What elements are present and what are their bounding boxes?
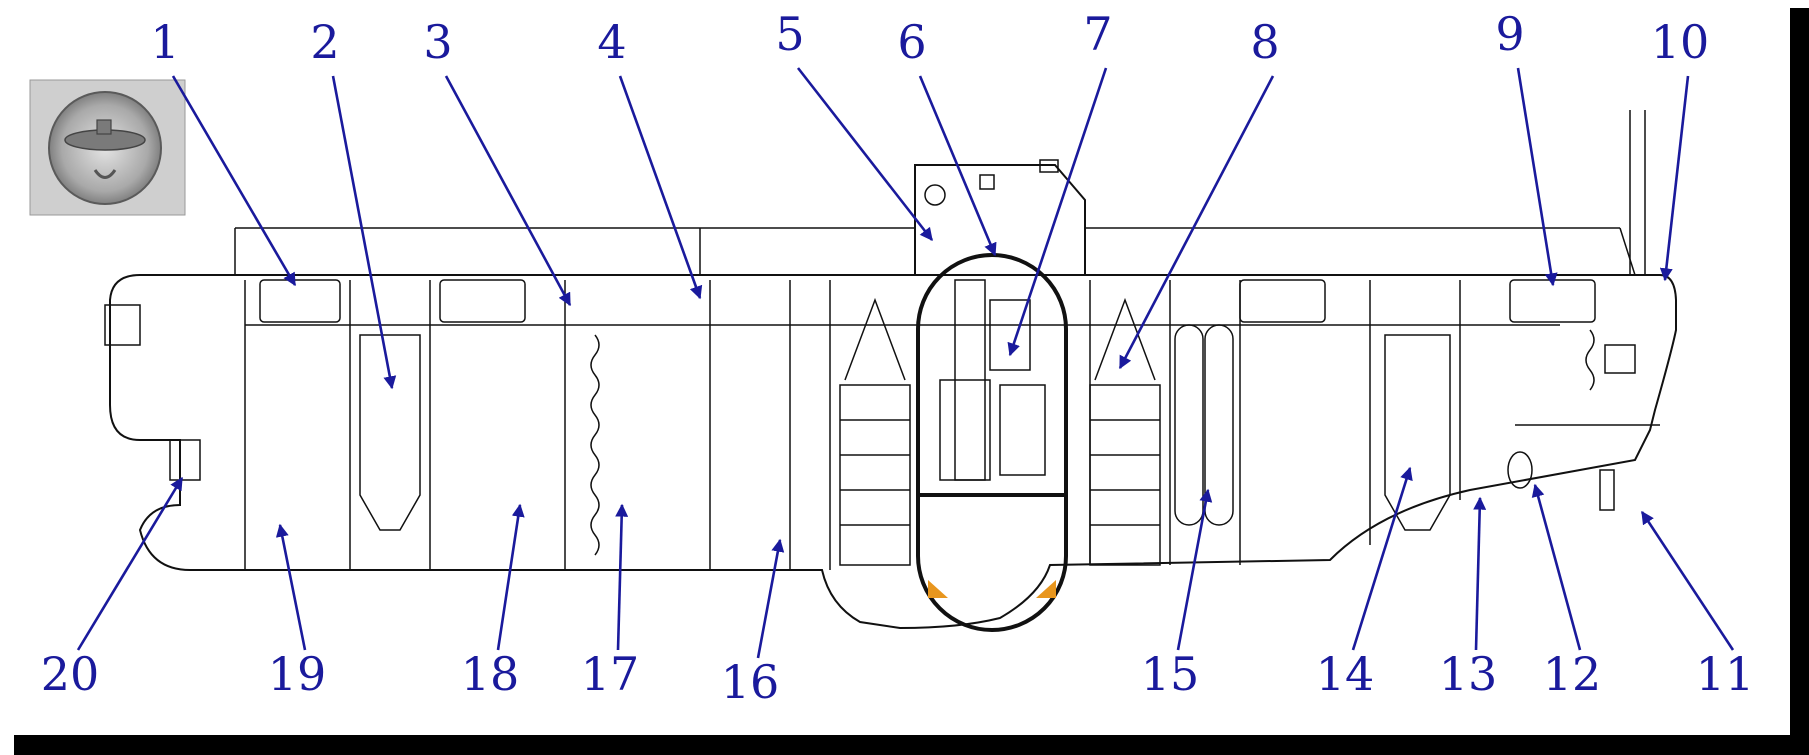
pressure-capsule [916, 253, 1068, 632]
callout-label-18: 18 [461, 647, 520, 701]
callout-leader-19 [275, 523, 307, 651]
callout-leader-9 [1516, 67, 1558, 287]
callout-leader-16 [756, 538, 785, 659]
callout-leader-18 [496, 503, 525, 651]
callout-label-16: 16 [721, 655, 780, 709]
callout-label-19: 19 [268, 647, 327, 701]
callout-label-4: 4 [597, 15, 626, 69]
callout-label-2: 2 [310, 15, 339, 69]
callout-label-7: 7 [1083, 7, 1112, 61]
trim-tanks [359, 334, 1451, 531]
callout-leader-8 [1118, 75, 1275, 370]
bow-fittings [104, 304, 1660, 511]
deck-tanks [259, 279, 1596, 323]
callout-leader-1 [171, 75, 297, 287]
callout-leader-5 [796, 67, 934, 242]
callout-label-14: 14 [1316, 647, 1375, 701]
callout-leader-4 [618, 75, 703, 300]
callout-label-1: 1 [150, 15, 179, 69]
hull-outline [109, 110, 1677, 630]
internal-frames [244, 228, 1560, 570]
callout-leader-3 [444, 75, 572, 307]
callout-leader-11 [1640, 510, 1735, 651]
callout-label-17: 17 [581, 647, 640, 701]
callout-label-9: 9 [1495, 7, 1524, 61]
callout-label-6: 6 [897, 15, 926, 69]
page-shadow-bottom [14, 735, 1809, 755]
conning-tower [914, 159, 1086, 275]
callout-leader-2 [331, 75, 397, 390]
callout-label-11: 11 [1696, 647, 1755, 701]
callout-leader-6 [918, 75, 997, 257]
callout-leader-12 [1531, 483, 1582, 651]
callout-label-12: 12 [1543, 647, 1602, 701]
badge-emblem [29, 79, 186, 216]
callout-label-20: 20 [41, 647, 100, 701]
callout-label-13: 13 [1439, 647, 1498, 701]
callout-leader-7 [1007, 67, 1108, 357]
callout-leader-14 [1351, 466, 1413, 651]
callout-leader-13 [1473, 496, 1487, 651]
gas-cylinders [1174, 324, 1234, 526]
callout-leaders [76, 67, 1735, 659]
callout-label-10: 10 [1651, 15, 1710, 69]
callout-label-8: 8 [1250, 15, 1279, 69]
callout-label-3: 3 [423, 15, 452, 69]
wavy-bulkheads [590, 329, 1595, 556]
callout-label-5: 5 [775, 7, 804, 61]
callout-label-15: 15 [1141, 647, 1200, 701]
callout-leader-20 [76, 476, 184, 651]
page-shadow-right [1790, 8, 1809, 755]
callout-leader-17 [615, 503, 629, 651]
callout-leader-10 [1659, 75, 1690, 282]
callout-leader-15 [1176, 488, 1213, 651]
battery-racks [839, 297, 1161, 566]
